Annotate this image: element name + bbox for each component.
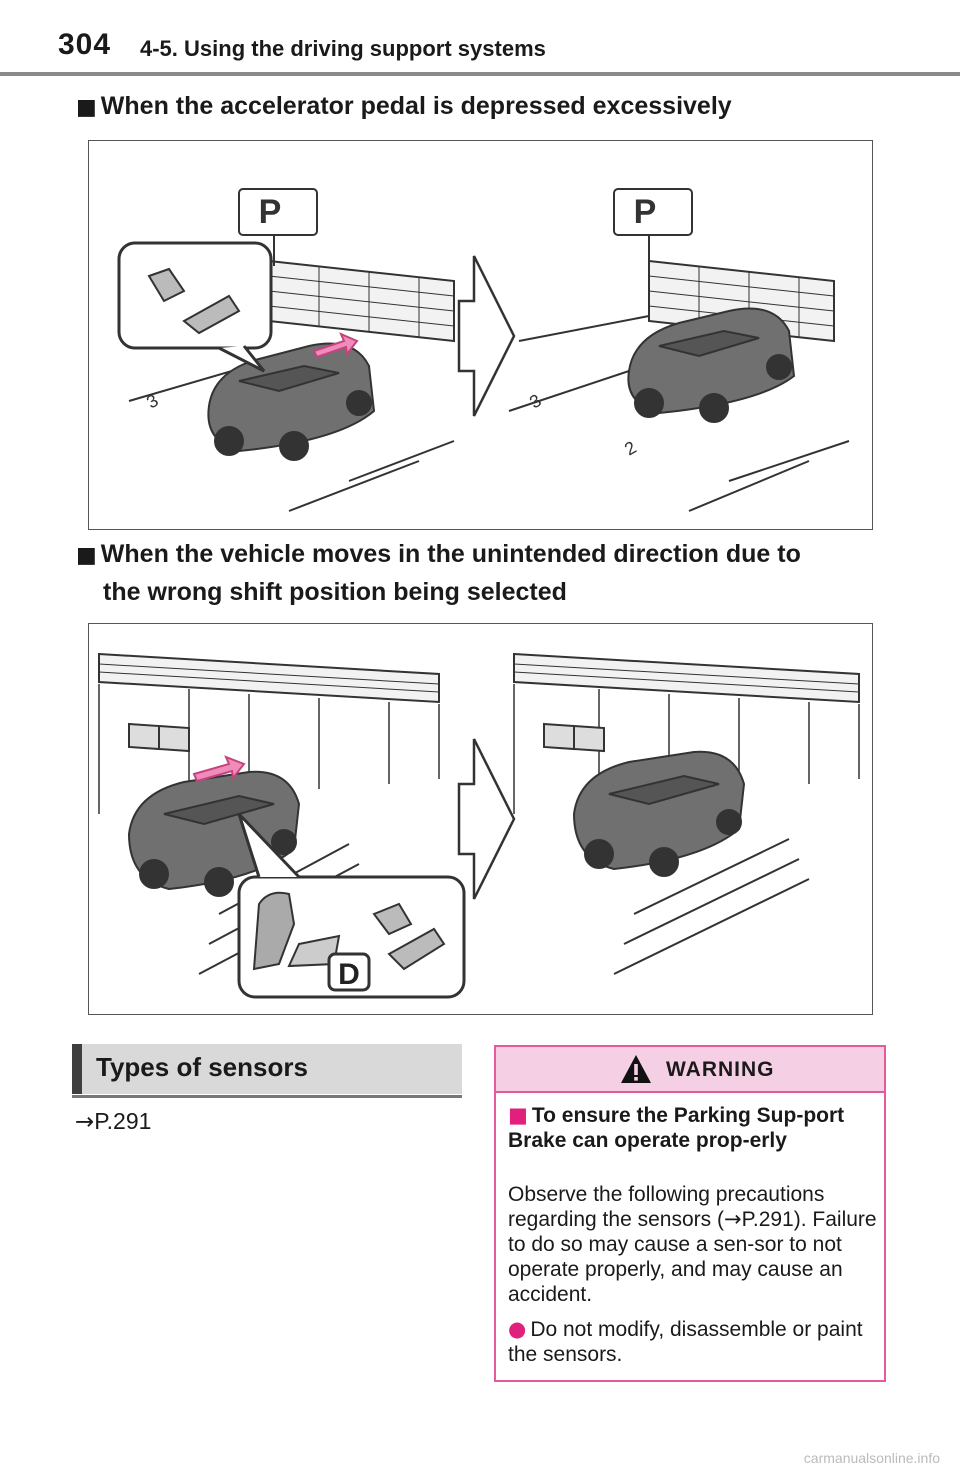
warning-title: WARNING (666, 1058, 775, 1081)
parking-sign-right: P (634, 193, 657, 231)
square-bullet-icon: ■ (76, 543, 97, 568)
warning-header: WARNING (496, 1047, 884, 1093)
parking-sign-left: P (259, 193, 282, 231)
arrow-right-icon: → (723, 1207, 742, 1231)
header-divider (0, 72, 960, 76)
warning-triangle-icon (621, 1055, 651, 1083)
warning-body-pre: Observe the following precautions regard… (508, 1183, 825, 1231)
watermark: carmanualsonline.info (803, 1450, 940, 1466)
sensors-ref-text: P.291 (94, 1108, 152, 1134)
section2-heading-line1: When the vehicle moves in the unintended… (100, 540, 801, 568)
warning-subheading: ■To ensure the Parking Sup-port Brake ca… (508, 1103, 878, 1153)
warning-box: WARNING ■To ensure the Parking Sup-port … (494, 1045, 886, 1382)
warning-bullet-item: ●Do not modify, disassemble or paint the… (508, 1317, 878, 1367)
space-number-left: 3 (143, 390, 162, 412)
circle-bullet-icon: ● (508, 1317, 527, 1341)
sensors-heading: Types of sensors (72, 1044, 462, 1094)
page-number: 304 (58, 28, 112, 61)
section-title: 4-5. Using the driving support systems (140, 36, 546, 61)
section1-heading: ■When the accelerator pedal is depressed… (76, 88, 732, 126)
section2-heading: ■When the vehicle moves in the unintende… (76, 536, 801, 610)
sensors-divider (72, 1095, 462, 1098)
section1-heading-text: When the accelerator pedal is depressed … (100, 92, 732, 120)
shift-position-label: D (338, 958, 360, 991)
warning-bullet-text: Do not modify, disassemble or paint the … (508, 1318, 863, 1366)
warning-subheading-text: To ensure the Parking Sup-port Brake can… (508, 1104, 845, 1152)
warning-body-post: P.291). Failure to do so may cause a sen… (508, 1208, 877, 1306)
warning-body: Observe the following precautions regard… (508, 1182, 878, 1307)
section2-heading-line2: the wrong shift position being selected (103, 578, 567, 606)
square-bullet-icon: ■ (76, 95, 97, 120)
arrow-right-icon: → (75, 1109, 95, 1135)
store-front-illustration: D (98, 652, 860, 999)
figure-accelerator-illustration: P P 3 3 2 (88, 140, 873, 530)
sensors-page-ref[interactable]: →P.291 (75, 1108, 151, 1135)
square-bullet-icon: ■ (508, 1103, 528, 1127)
parking-lot-illustration: P P 3 3 2 (117, 188, 850, 512)
space-number-right-a: 3 (526, 390, 545, 412)
figure-shift-position-illustration: D (88, 623, 873, 1015)
space-number-right-b: 2 (621, 437, 640, 459)
